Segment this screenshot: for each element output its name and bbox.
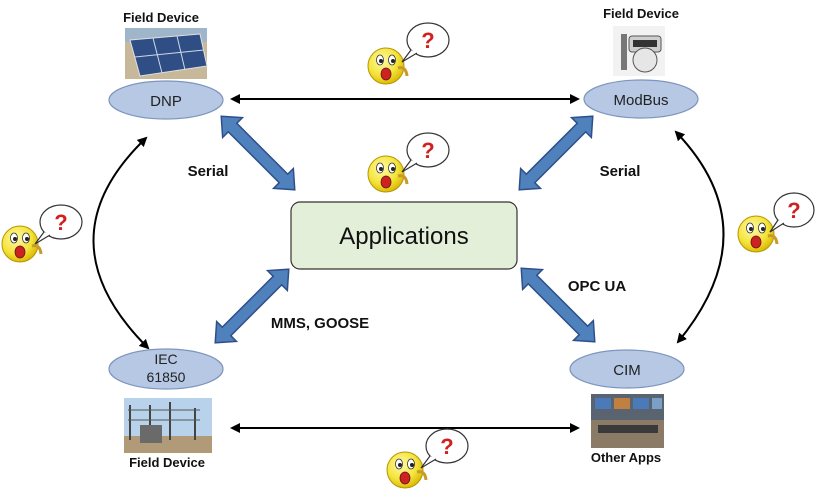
node-cim-label: CIM bbox=[613, 362, 641, 379]
applications-box bbox=[290, 201, 518, 270]
question-smiley-bottom: ? bbox=[385, 428, 469, 490]
caption-iec: Field Device bbox=[129, 455, 205, 470]
solar-panel-photo bbox=[125, 28, 208, 79]
substation-photo bbox=[124, 398, 212, 453]
caption-dnp: Field Device bbox=[123, 10, 199, 25]
question-smiley-left: ? bbox=[0, 204, 83, 264]
node-iec bbox=[108, 348, 224, 390]
question-mark: ? bbox=[440, 434, 453, 459]
connector-modbus-cim bbox=[674, 130, 725, 344]
node-dnp-label: DNP bbox=[150, 93, 182, 110]
caption-cim: Other Apps bbox=[591, 450, 661, 465]
blue-arrow-dnp-app bbox=[220, 115, 296, 191]
question-smiley-center: ? bbox=[366, 132, 450, 194]
question-smiley-top: ? bbox=[366, 22, 450, 86]
question-mark: ? bbox=[787, 198, 800, 223]
link-label-mms-goose: MMS, GOOSE bbox=[271, 315, 369, 332]
question-smiley-right: ? bbox=[736, 192, 815, 254]
blue-arrow-cim-app bbox=[520, 267, 596, 343]
node-dnp bbox=[108, 80, 224, 120]
applications-label: Applications bbox=[339, 223, 468, 250]
node-iec-label-line1: IEC bbox=[154, 351, 177, 367]
question-mark: ? bbox=[421, 138, 434, 163]
blue-arrow-modbus-app bbox=[518, 115, 594, 191]
question-mark: ? bbox=[54, 210, 67, 235]
node-modbus-label: ModBus bbox=[613, 92, 668, 109]
question-mark: ? bbox=[421, 28, 434, 53]
control-room-photo bbox=[591, 394, 664, 448]
node-cim bbox=[569, 349, 685, 389]
node-modbus bbox=[583, 79, 699, 119]
node-iec-label-line2: 61850 bbox=[147, 369, 186, 385]
link-label-dnp-serial: Serial bbox=[188, 163, 229, 180]
meter-photo bbox=[613, 26, 665, 76]
link-label-opc-ua: OPC UA bbox=[568, 278, 627, 295]
caption-modbus: Field Device bbox=[603, 6, 679, 21]
blue-arrow-iec-app bbox=[214, 268, 290, 344]
connector-dnp-iec bbox=[92, 136, 150, 350]
link-label-modbus-serial: Serial bbox=[600, 163, 641, 180]
